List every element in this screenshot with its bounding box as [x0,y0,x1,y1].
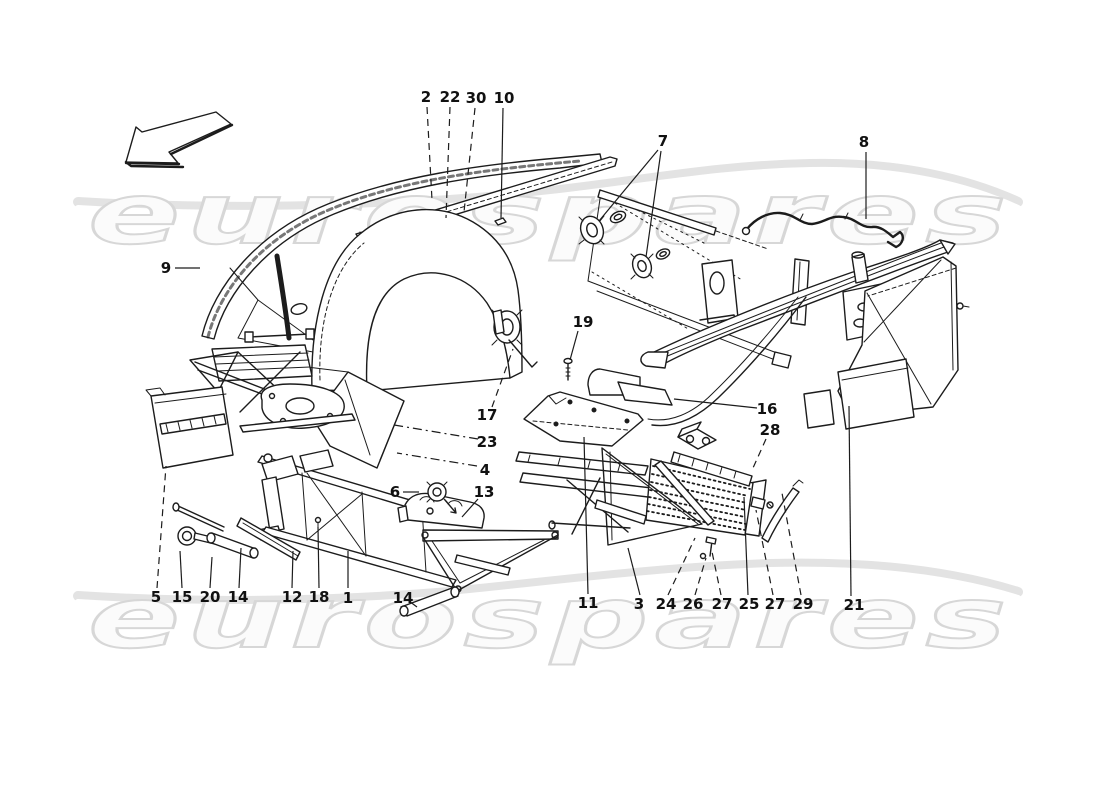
grommet-pair [578,210,671,280]
part-number-label: 9 [161,259,171,277]
part-number-label: 19 [573,313,594,331]
part-number-label: 15 [172,588,193,606]
support-strip-left [236,517,301,561]
leader-line [752,438,767,469]
part-number-label: 26 [683,595,704,613]
floor-panel-assembly [515,391,653,535]
grid-panel-assembly [594,421,804,560]
part-number-label: 7 [658,132,668,150]
leader-line [209,556,213,589]
wiring-harness [741,211,904,249]
arch-platform-frame [189,344,356,433]
leader-line [156,465,167,589]
part-number-label: 20 [200,588,221,606]
grommet-single [426,481,457,514]
leader-line [396,452,478,467]
part-number-label: 14 [228,588,249,606]
leader-line [179,550,183,589]
swoosh-top-icon [73,158,1023,216]
leader-line [627,547,641,596]
part-number-label: 10 [494,89,515,107]
part-number-label: 5 [151,588,161,606]
screw [563,357,573,381]
leader-line [667,537,696,596]
part-number-label: 25 [739,595,760,613]
part-number-label: 29 [793,595,814,613]
leader-line [848,405,852,597]
part-number-label: 28 [760,421,781,439]
part-number-label: 12 [282,588,303,606]
part-number-label: 14 [393,589,414,607]
mount-flap [587,368,673,406]
watermark-layer: eurospares eurospares [73,158,1023,668]
part-number-label: 30 [466,89,487,107]
part-number-label: 18 [309,588,330,606]
part-number-label: 6 [390,483,400,501]
leader-line [445,106,451,219]
part-number-label: 27 [765,595,786,613]
part-number-label: 1 [343,589,353,607]
part-number-label: 21 [844,596,865,614]
part-number-label: 23 [477,433,498,451]
part-number-label: 16 [757,400,778,418]
leader-line [491,348,514,408]
leader-line [393,424,479,440]
leader-line [710,546,722,596]
wheel-arch-assembly [229,208,538,392]
right-frame-assembly [587,189,970,430]
part-number-label: 27 [712,595,733,613]
swoosh-bottom-icon [73,558,1023,610]
leader-lines [156,106,867,608]
part-number-label: 17 [477,406,498,424]
leader-line [317,526,320,589]
leader-line [645,150,662,258]
leader-line [743,496,749,596]
leader-line [569,330,579,361]
part-number-label: 8 [859,133,869,151]
part-number-label: 2 [421,88,431,106]
leader-line [461,498,479,518]
trim-clip [494,217,507,226]
watermark-text-bottom: eurospares [88,569,1013,667]
leader-line [463,107,476,213]
part-number-label: 11 [578,594,599,612]
part-number-label: 22 [440,88,461,106]
part-number-label: 13 [474,483,495,501]
leader-line [673,398,758,409]
leader-line [694,557,707,596]
leader-line [583,436,589,595]
part-number-label: 3 [634,595,644,613]
leader-line [598,149,659,222]
leader-line [426,106,433,201]
leader-line [408,600,418,608]
sill-panel [145,386,234,469]
line-art [124,111,970,617]
leader-line [238,547,242,589]
windshield-seal [201,153,603,340]
leader-line [500,107,504,219]
direction-arrow-icon [124,111,234,169]
leader-line [781,492,802,596]
part-number-label: 24 [656,595,677,613]
leader-line [755,509,774,596]
part-number-label: 4 [480,461,490,479]
leader-line [291,550,294,589]
support-strip-right [399,586,460,617]
spacer-tube [206,532,259,559]
